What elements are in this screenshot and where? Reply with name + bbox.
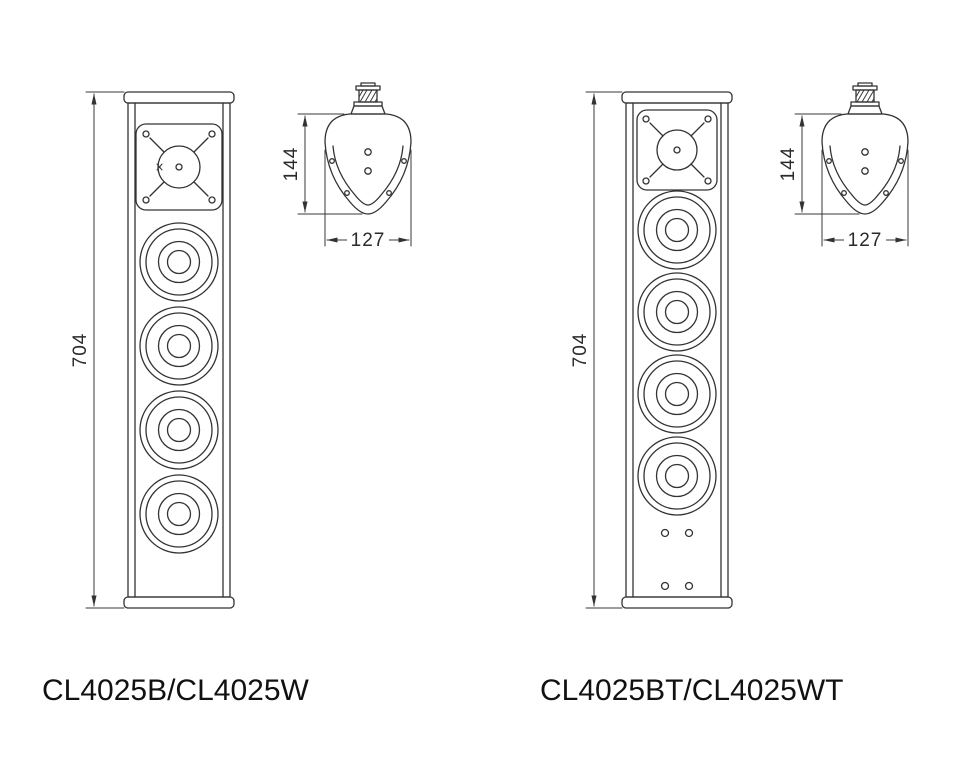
- right-speaker-screw-dots: [660, 528, 694, 591]
- right-speaker-front-view: 704: [570, 91, 733, 609]
- left-speaker-side-view: 144 127: [281, 82, 412, 251]
- right-speaker-side-view: 144 127: [778, 82, 909, 251]
- right-tweeter-horn: [636, 109, 718, 191]
- left-speaker-cabinet: [123, 91, 235, 609]
- right-speaker-cabinet: [621, 91, 733, 609]
- left-woofer-3: [139, 390, 219, 470]
- left-side-view-body: [324, 82, 412, 215]
- left-woofer-4: [139, 474, 219, 554]
- right-side-width-dimension-label: 127: [848, 230, 883, 251]
- left-side-height-dimension: 144: [281, 113, 363, 215]
- right-side-height-dimension-label: 144: [778, 147, 799, 182]
- right-height-dimension: 704: [570, 91, 623, 609]
- left-height-dimension: 704: [70, 91, 125, 609]
- left-tweeter-horn: [135, 123, 223, 211]
- right-model-label: CL4025BT/CL4025WT: [540, 674, 844, 707]
- left-side-width-dimension: 127: [324, 149, 412, 251]
- left-model-label: CL4025B/CL4025W: [42, 674, 310, 707]
- right-side-width-dimension: 127: [821, 149, 909, 251]
- left-woofer-1: [139, 222, 219, 302]
- right-side-height-dimension: 144: [778, 113, 860, 215]
- left-side-height-dimension-label: 144: [281, 147, 302, 182]
- right-woofer-2: [637, 272, 717, 352]
- left-speaker-front-view: 704: [70, 91, 235, 609]
- right-woofer-4: [637, 436, 717, 516]
- right-height-dimension-label: 704: [570, 333, 591, 368]
- right-side-view-body: [821, 82, 909, 215]
- right-woofer-3: [637, 354, 717, 434]
- left-side-width-dimension-label: 127: [351, 230, 386, 251]
- right-woofer-1: [637, 190, 717, 270]
- left-woofer-2: [139, 306, 219, 386]
- left-height-dimension-label: 704: [70, 333, 91, 368]
